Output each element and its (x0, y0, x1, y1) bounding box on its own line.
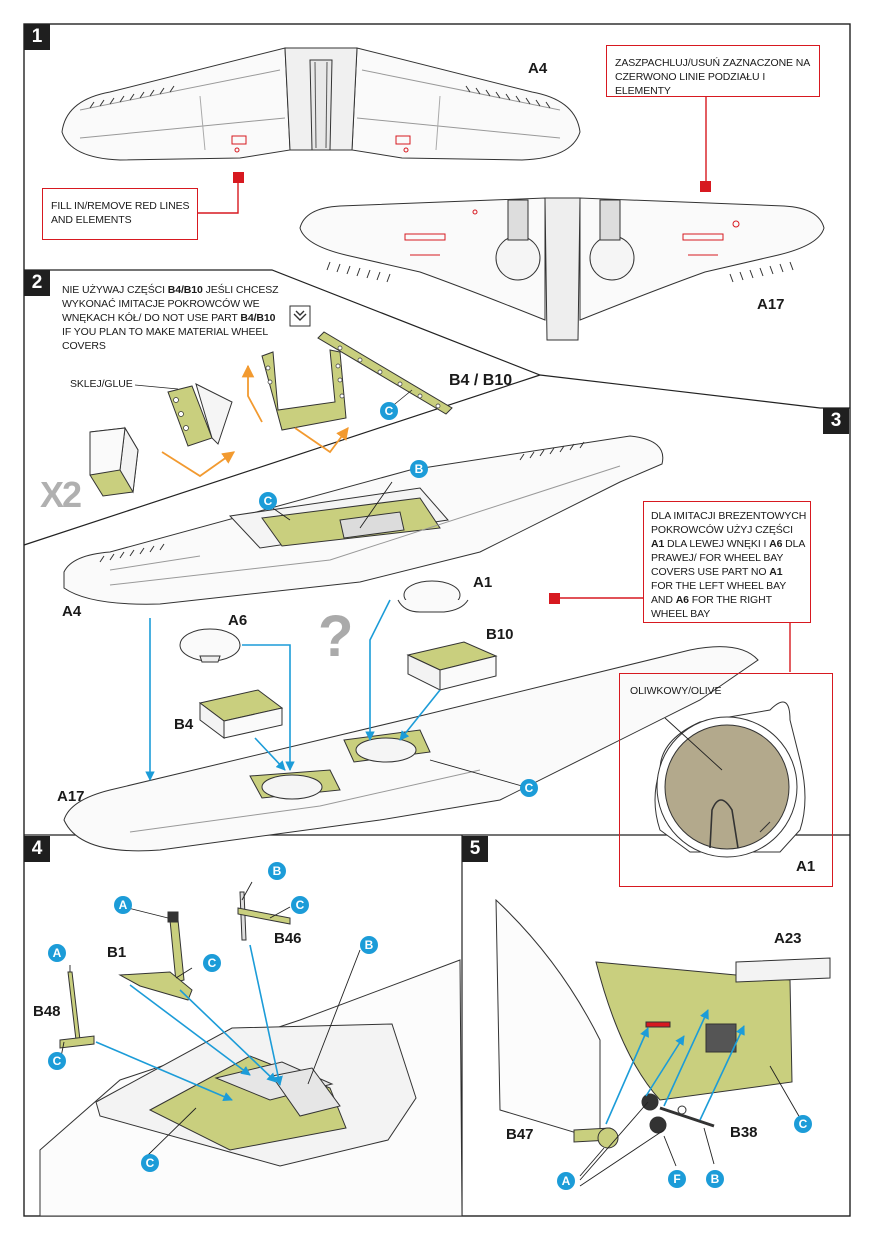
step-number-2: 2 (24, 270, 50, 296)
part-label-b4-b10: B4 / B10 (449, 372, 513, 389)
callout-a-step4-b48: A (48, 944, 66, 962)
wing-a17-bottom (299, 197, 825, 341)
glue-leader (134, 384, 179, 390)
red-marker-right (700, 181, 711, 192)
step-number-3: 3 (823, 408, 849, 434)
callout-c-step2: C (380, 402, 398, 420)
step3-b10-box (406, 641, 498, 691)
step4-parts (59, 891, 291, 1049)
part-label-b38: B38 (730, 1124, 758, 1141)
step5-blue-arrows (605, 1009, 745, 1125)
callout-b-step5: B (706, 1170, 724, 1188)
red-note-en: FILL IN/REMOVE RED LINES AND ELEMENTS (42, 188, 198, 240)
callout-c-step4-b48: C (48, 1052, 66, 1070)
callout-c-step4-wing: C (141, 1154, 159, 1172)
callout-c-step3-bottom: C (520, 779, 538, 797)
step-number-5: 5 (462, 836, 488, 862)
callout-c-step4-b1: C (203, 954, 221, 972)
part-label-a6: A6 (228, 612, 248, 629)
step3-lower-wing-a17 (63, 646, 759, 852)
callout-b-step4-wing: B (360, 936, 378, 954)
part-label-b48: B48 (33, 1003, 61, 1020)
callout-c-step4-b46: C (291, 896, 309, 914)
a1-detail-drawing (654, 701, 806, 858)
step4-wing (39, 959, 463, 1217)
callout-b-step4-b46: B (268, 862, 286, 880)
part-label-a1: A1 (473, 574, 493, 591)
callout-a-step4-b1: A (114, 896, 132, 914)
part-label-b1: B1 (107, 944, 127, 961)
part-label-a23: A23 (774, 930, 802, 947)
callout-a-step5: A (557, 1172, 575, 1190)
wing-a4-red-marks (231, 135, 411, 153)
callout-b-step3: B (410, 460, 428, 478)
step4-blue-arrows (95, 944, 283, 1102)
step3-upper-wing (63, 435, 664, 605)
olive-color-label: OLIWKOWY/OLIVE (630, 685, 722, 697)
step-number-4: 4 (24, 836, 50, 862)
part-label-b4: B4 (174, 716, 194, 733)
step3-b4-box (198, 689, 284, 739)
part-label-a4-s1: A4 (528, 60, 548, 77)
callout-c-step5: C (794, 1115, 812, 1133)
red-marker-left (233, 172, 244, 183)
wing-a17-hatches (326, 261, 794, 283)
step5-parts (573, 1093, 715, 1149)
step2-orange-arrows (161, 364, 349, 478)
question-glyph: ? (318, 604, 353, 669)
wing-a17-red-marks (404, 209, 740, 256)
step3-a1-cover (397, 580, 469, 613)
step3-a6-cover (179, 628, 241, 663)
a1-detail-frame: OLIWKOWY/OLIVE A1 (619, 673, 833, 887)
part-label-a17-s1: A17 (757, 296, 785, 313)
part-label-a4-s3: A4 (62, 603, 82, 620)
divider-step3 (23, 374, 541, 546)
part-label-b10: B10 (486, 626, 514, 643)
part-label-b47: B47 (506, 1126, 534, 1143)
callout-c-step3-top: C (259, 492, 277, 510)
step3-blue-arrows (145, 599, 441, 781)
step2-holes (173, 345, 441, 431)
wing-a4-flap-hatches (89, 85, 551, 109)
folding-icon (289, 305, 311, 327)
step-number-1: 1 (24, 24, 50, 50)
step2-note: NIE UŻYWAJ CZĘŚCI B4/B10 JEŚLI CHCESZ WY… (62, 284, 279, 352)
step5-fuselage (495, 898, 831, 1141)
callout-f-step5: F (668, 1170, 686, 1188)
part-label-a17-s3: A17 (57, 788, 85, 805)
multiplier-x2: X2 (40, 474, 82, 515)
part-label-b46: B46 (274, 930, 302, 947)
detail-label-a1: A1 (796, 858, 816, 875)
step3-upper-wing-hatches (99, 441, 585, 563)
wing-a4-top (61, 47, 581, 161)
step2-parts (89, 331, 453, 497)
glue-label: SKLEJ/GLUE (70, 378, 133, 390)
red-note-step3: DLA IMITACJI BREZENTOWYCH POKROWCÓW UŻYJ… (643, 501, 811, 623)
red-marker-step3 (549, 593, 560, 604)
red-note-pl: ZASZPACHLUJ/USUŃ ZAZNACZONE NA CZERWONO … (606, 45, 820, 97)
